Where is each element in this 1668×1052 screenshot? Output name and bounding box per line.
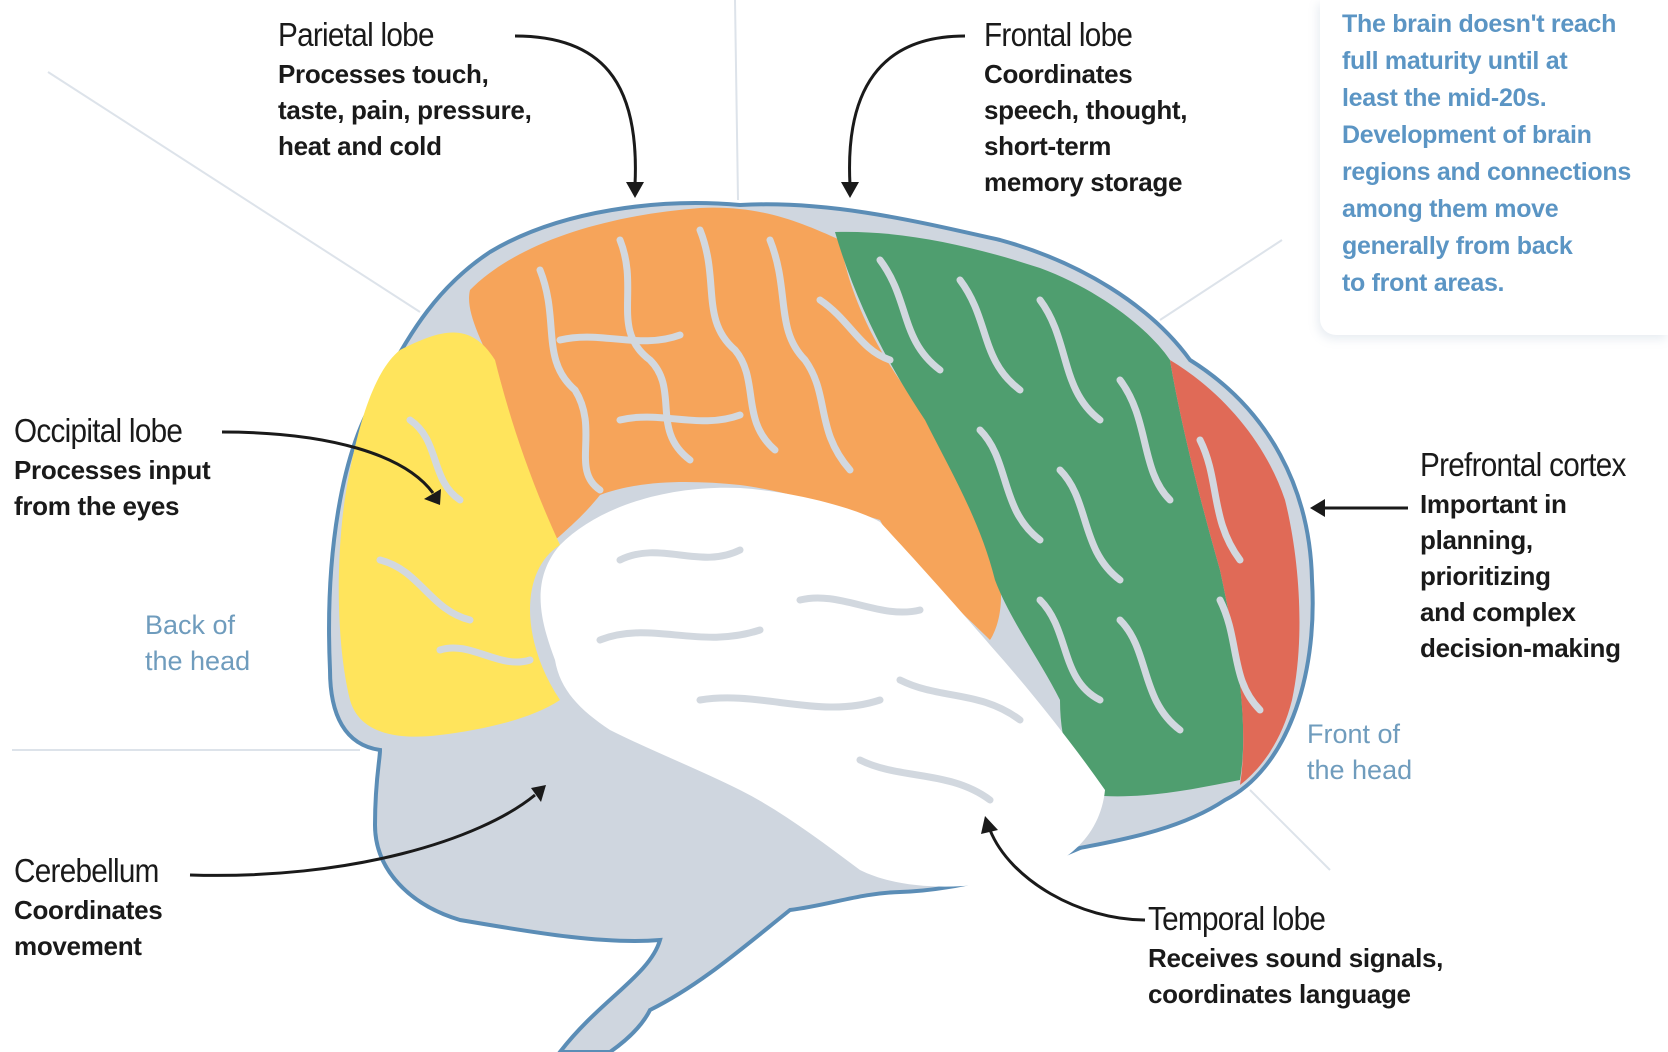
occipital-title: Occipital lobe xyxy=(14,412,191,450)
occipital-callout: Occipital lobe Processes input from the … xyxy=(14,412,210,524)
temporal-callout: Temporal lobe Receives sound signals, co… xyxy=(1148,900,1443,1012)
back-of-head-label: Back of the head xyxy=(145,607,250,679)
prefrontal-arrowhead-icon xyxy=(1310,499,1325,517)
parietal-desc: Processes touch, taste, pain, pressure, … xyxy=(278,56,532,164)
parietal-callout: Parietal lobe Processes touch, taste, pa… xyxy=(278,16,532,164)
parietal-title: Parietal lobe xyxy=(278,16,506,54)
parietal-arrowhead-icon xyxy=(626,182,644,198)
cerebellum-title: Cerebellum xyxy=(14,852,159,890)
parietal-arrow xyxy=(515,36,635,185)
cerebellum-desc: Coordinates movement xyxy=(14,892,175,964)
cerebellum-callout: Cerebellum Coordinates movement xyxy=(14,852,175,964)
frontal-title: Frontal lobe xyxy=(984,16,1167,54)
prefrontal-callout: Prefrontal cortex Important in planning,… xyxy=(1420,446,1649,666)
temporal-title: Temporal lobe xyxy=(1148,900,1414,938)
frontal-arrowhead-icon xyxy=(841,182,859,198)
prefrontal-desc: Important in planning, prioritizing and … xyxy=(1420,486,1649,666)
frontal-arrow xyxy=(850,36,965,185)
maturity-note-text: The brain doesn't reach full maturity un… xyxy=(1342,6,1631,302)
temporal-desc: Receives sound signals, coordinates lang… xyxy=(1148,940,1443,1012)
maturity-note: The brain doesn't reach full maturity un… xyxy=(1320,0,1668,335)
prefrontal-title: Prefrontal cortex xyxy=(1420,446,1626,484)
frontal-callout: Frontal lobe Coordinates speech, thought… xyxy=(984,16,1187,200)
frontal-desc: Coordinates speech, thought, short-term … xyxy=(984,56,1187,200)
front-of-head-label: Front of the head xyxy=(1307,716,1412,788)
occipital-desc: Processes input from the eyes xyxy=(14,452,210,524)
